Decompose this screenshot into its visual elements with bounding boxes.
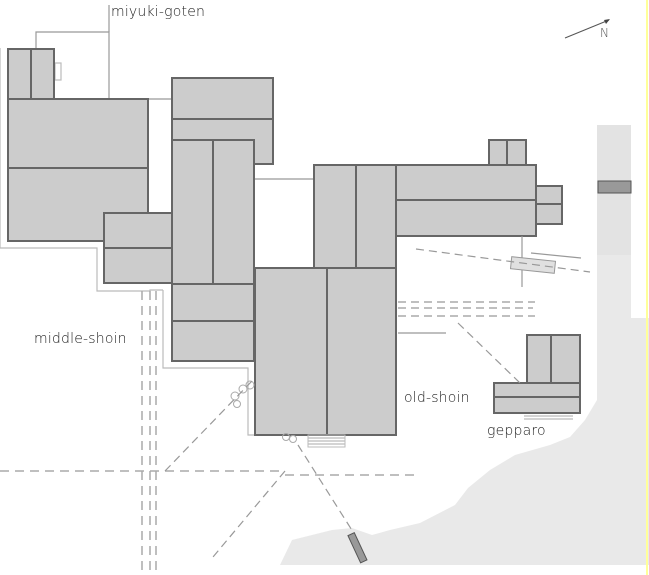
building-old-shoin <box>254 267 397 436</box>
label-middle-shoin: middle-shoin <box>34 331 127 347</box>
bridge-marker <box>597 180 632 194</box>
stairs <box>307 434 346 448</box>
label-old-shoin: old-shoin <box>404 390 470 406</box>
north-label: N <box>600 26 610 40</box>
building-middle-shoin <box>103 77 274 362</box>
pond-shore <box>280 125 649 565</box>
stepping-stones <box>230 380 297 443</box>
building-east-wing <box>313 139 563 269</box>
label-gepparo: gepparo <box>487 423 546 439</box>
building-gepparo <box>493 334 581 420</box>
label-miyuki-goten: miyuki-goten <box>111 4 206 20</box>
north-arrow-icon <box>564 19 610 39</box>
boat-marker <box>347 532 368 564</box>
